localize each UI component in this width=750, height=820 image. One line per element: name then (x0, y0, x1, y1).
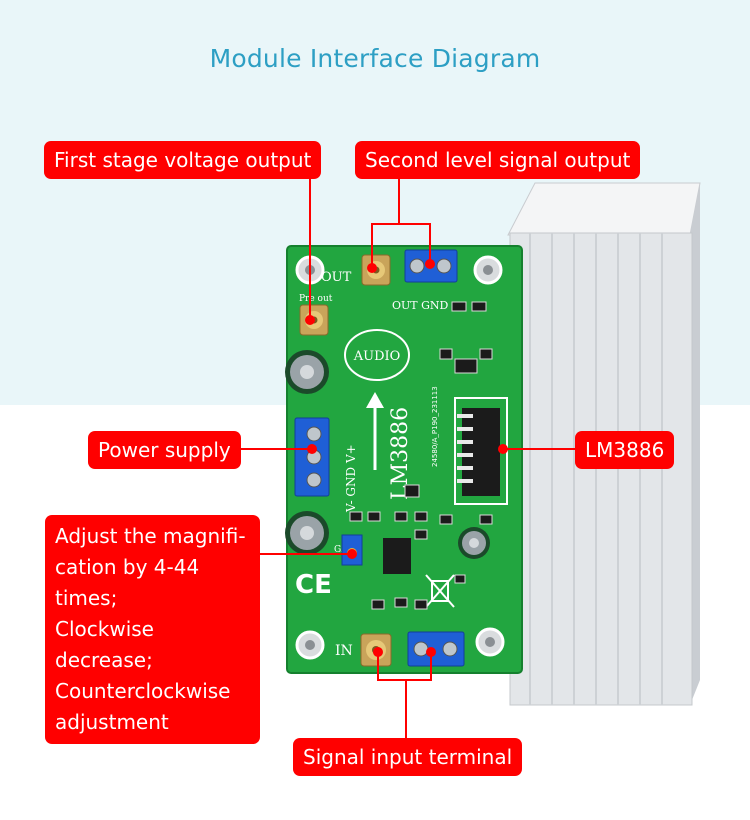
silk-board-id: 24580/A_P190_231113 (431, 386, 439, 467)
audio-logo: AUDIO (344, 329, 410, 381)
capacitor (285, 511, 329, 555)
capacitor (285, 350, 329, 394)
label-signal-input: Signal input terminal (293, 738, 523, 776)
silk-in: IN (335, 643, 353, 659)
smd-components (349, 301, 493, 610)
svg-text:AUDIO: AUDIO (353, 349, 401, 364)
silk-out-gnd: OUT GND (392, 299, 449, 312)
terminal-power (294, 417, 330, 497)
mounting-hole (475, 627, 505, 657)
label-lm3886: LM3886 (575, 431, 675, 469)
leader-second-level (371, 178, 400, 268)
label-gain-adjust: Adjust the magnifi- cation by 4-44 times… (45, 515, 260, 744)
capacitor (458, 527, 490, 559)
weee-bin-icon (425, 574, 455, 608)
gain-adjust-line-1: Adjust the magnifi- (55, 524, 246, 548)
leader-input (377, 652, 432, 681)
terminal-in (407, 631, 465, 667)
gain-adjust-line-2: cation by 4-44 times; (55, 555, 200, 610)
label-second-level-output: Second level signal output (355, 141, 641, 179)
label-power-supply: Power supply (88, 431, 241, 469)
op-amp-ic (383, 538, 411, 574)
silk-out: OUT (321, 270, 352, 285)
callout-lines (236, 178, 575, 738)
silk-arrow (366, 392, 384, 470)
silk-power-pins: V- GND V+ (344, 444, 358, 513)
label-first-stage-output: First stage voltage output (44, 141, 322, 179)
ce-mark: CE (295, 570, 332, 600)
page-title: Module Interface Diagram (209, 44, 541, 73)
silk-pre-out: Pre out (299, 294, 333, 304)
callout-dots (305, 259, 508, 657)
pcb-board: OUT OUT GND Pre out GAIN IN AUDIO LM3886… (285, 245, 523, 674)
mounting-hole (295, 630, 325, 660)
gain-adjust-line-5: adjustment (55, 710, 169, 734)
gain-adjust-line-3: Clockwise decrease; (55, 617, 154, 672)
gain-adjust-line-4: Counterclockwise (55, 679, 231, 703)
mounting-hole (473, 255, 503, 285)
silk-chip-name: LM3886 (388, 407, 413, 500)
heatsink (507, 182, 701, 706)
